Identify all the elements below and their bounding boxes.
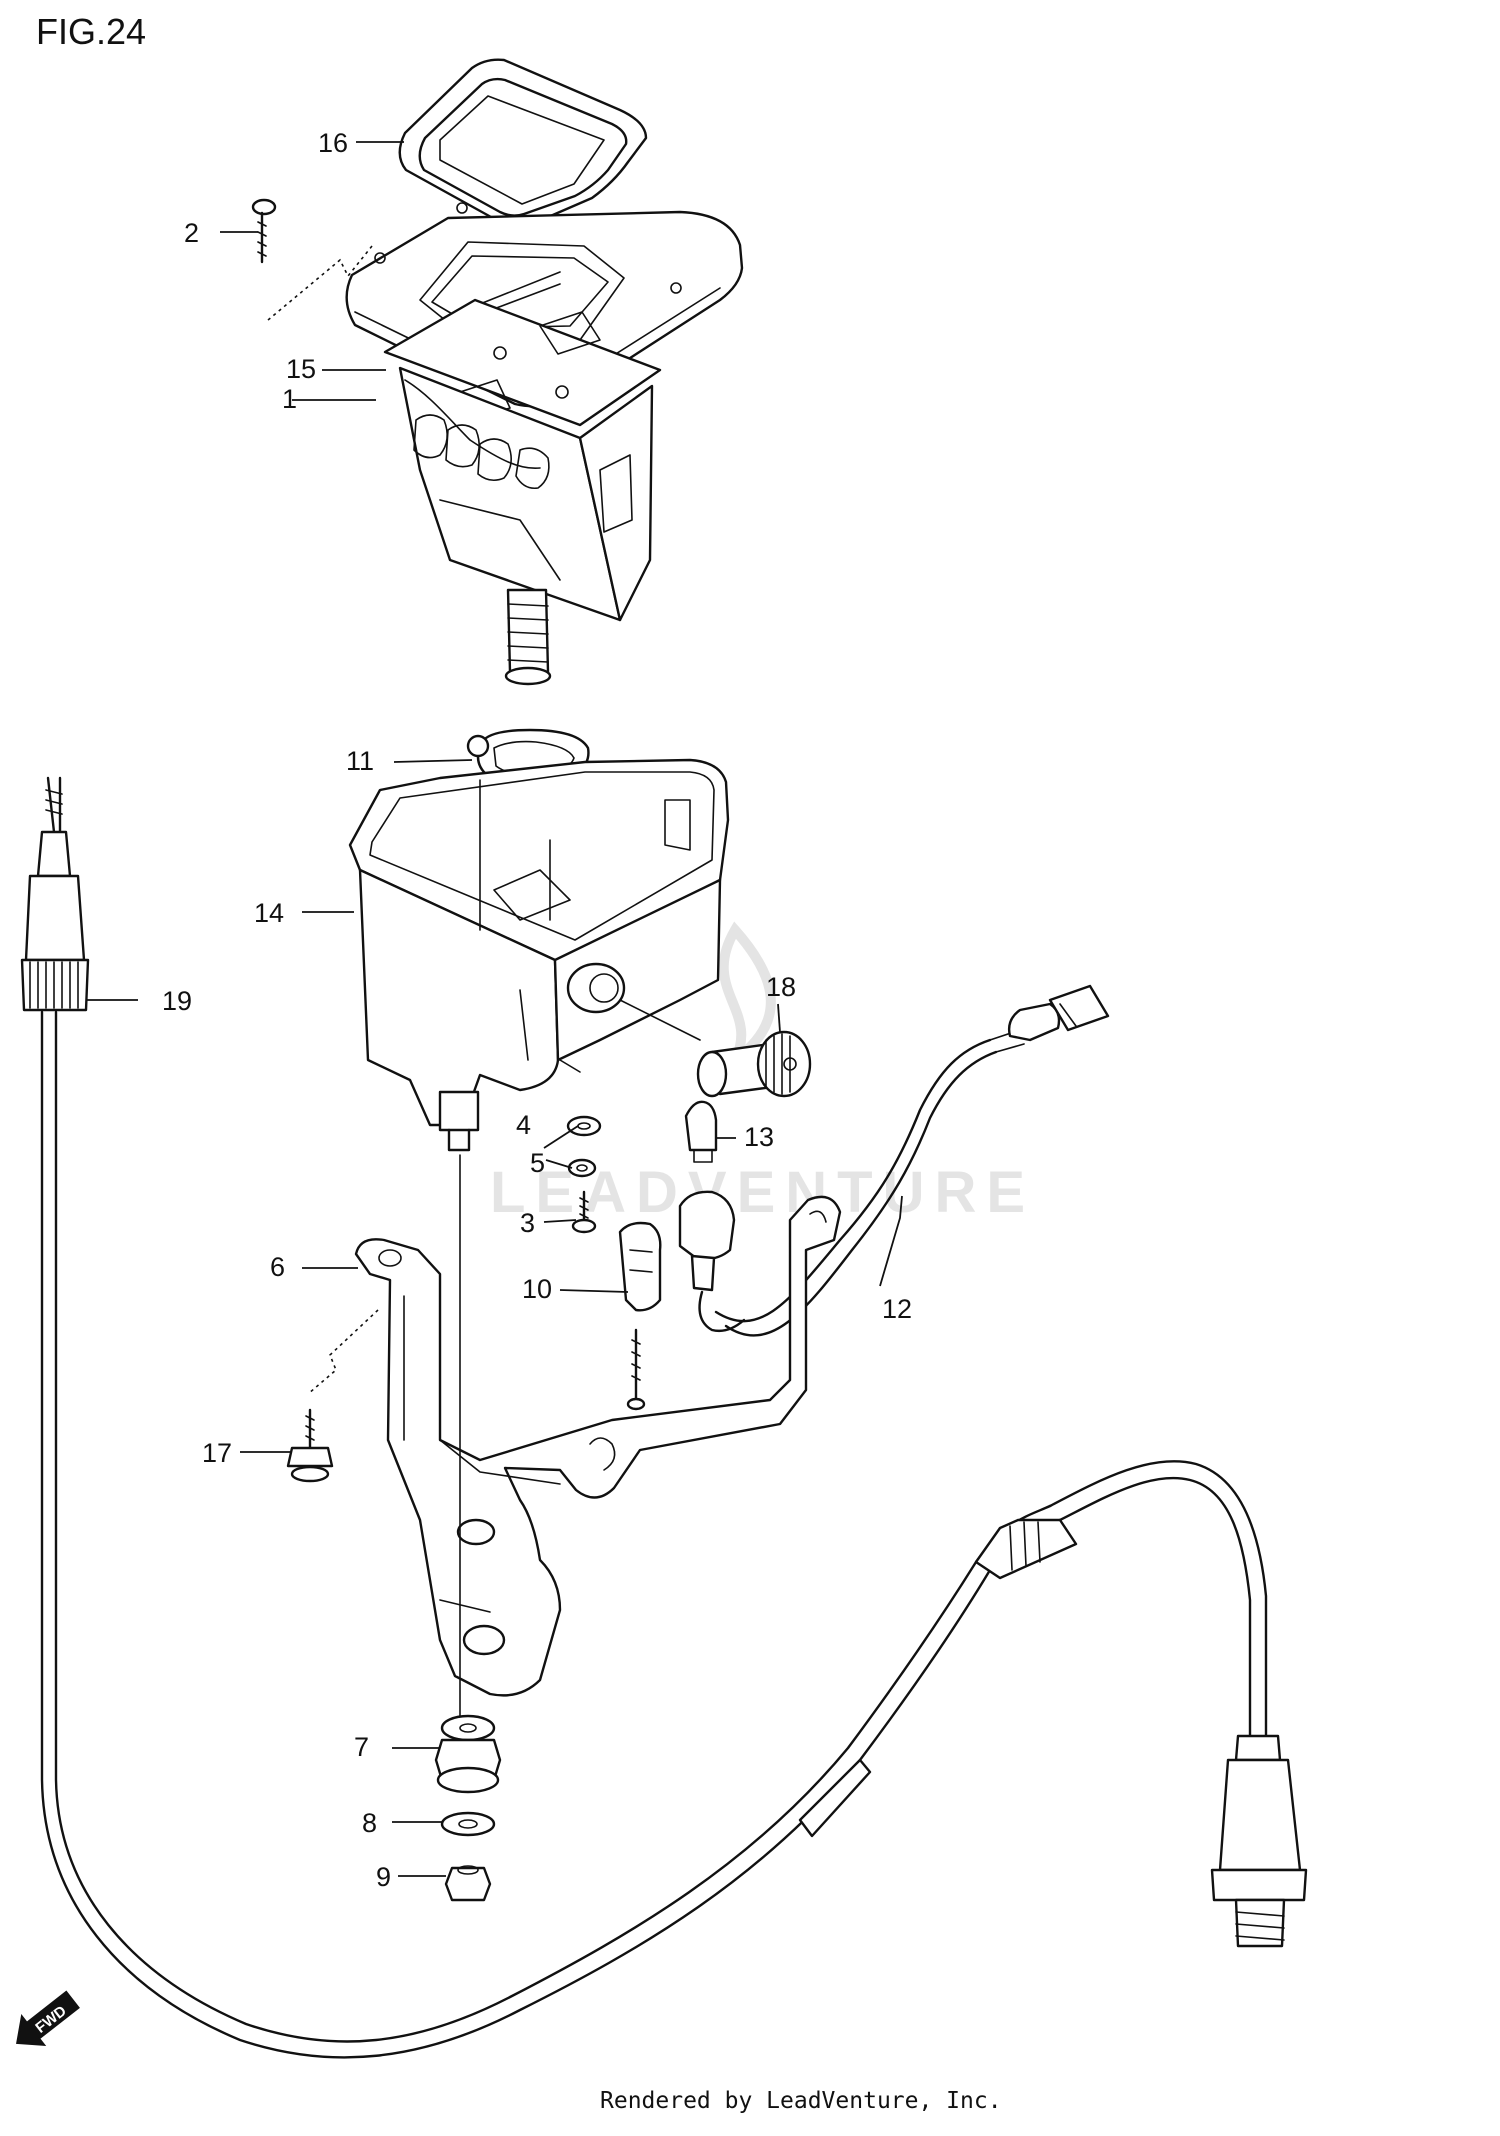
callout-7[interactable]: 7 — [354, 1732, 369, 1762]
watermark-flame-icon — [718, 921, 776, 1065]
part-13-bulb[interactable] — [684, 1100, 718, 1163]
callout-10[interactable]: 10 — [522, 1274, 552, 1304]
part-18-knob[interactable] — [696, 1030, 812, 1098]
part-3-screw[interactable] — [571, 1190, 597, 1234]
part-1-meter-assembly[interactable] — [383, 298, 662, 686]
part-19-speedometer-cable[interactable] — [20, 776, 1308, 2059]
figure-title: FIG.24 — [36, 11, 146, 52]
part-12-harness[interactable] — [678, 984, 1110, 1337]
callout-6[interactable]: 6 — [270, 1252, 285, 1282]
callout-1[interactable]: 1 — [282, 384, 297, 414]
callout-13[interactable]: 13 — [744, 1122, 774, 1152]
part-10-socket[interactable] — [618, 1221, 662, 1411]
part-6-bracket[interactable] — [354, 1195, 842, 1697]
callout-leaders — [86, 141, 903, 1877]
part-18-assembly-line — [619, 999, 701, 1041]
callout-11[interactable]: 11 — [346, 746, 374, 776]
callout-3[interactable]: 3 — [520, 1208, 535, 1238]
callout-4[interactable]: 4 — [516, 1110, 531, 1140]
callout-5[interactable]: 5 — [530, 1148, 545, 1178]
part-5-washer[interactable] — [567, 1158, 597, 1178]
fwd-arrow-icon: FWD — [16, 1990, 80, 2046]
callout-8[interactable]: 8 — [362, 1808, 377, 1838]
part-8-washer[interactable] — [440, 1811, 496, 1837]
part-9-nut[interactable] — [444, 1865, 492, 1902]
part-17-screw[interactable] — [286, 1408, 334, 1483]
part-16-lens[interactable] — [398, 58, 648, 228]
callout-16[interactable]: 16 — [318, 128, 348, 158]
callout-2[interactable]: 2 — [184, 218, 199, 248]
part-2-screw[interactable] — [251, 198, 277, 264]
callout-14[interactable]: 14 — [254, 898, 284, 928]
callout-9[interactable]: 9 — [376, 1862, 391, 1892]
part-14-housing[interactable] — [348, 758, 730, 1152]
callout-12[interactable]: 12 — [882, 1294, 912, 1324]
callout-15[interactable]: 15 — [286, 354, 316, 384]
footer-credit: Rendered by LeadVenture, Inc. — [600, 2088, 1002, 2114]
callout-19[interactable]: 19 — [162, 986, 192, 1016]
part-4-washer[interactable] — [566, 1115, 602, 1137]
callout-17[interactable]: 17 — [202, 1438, 232, 1468]
part-6-assembly-line — [307, 1309, 379, 1395]
callout-18[interactable]: 18 — [766, 972, 796, 1002]
part-7-grommet[interactable] — [434, 1714, 502, 1794]
